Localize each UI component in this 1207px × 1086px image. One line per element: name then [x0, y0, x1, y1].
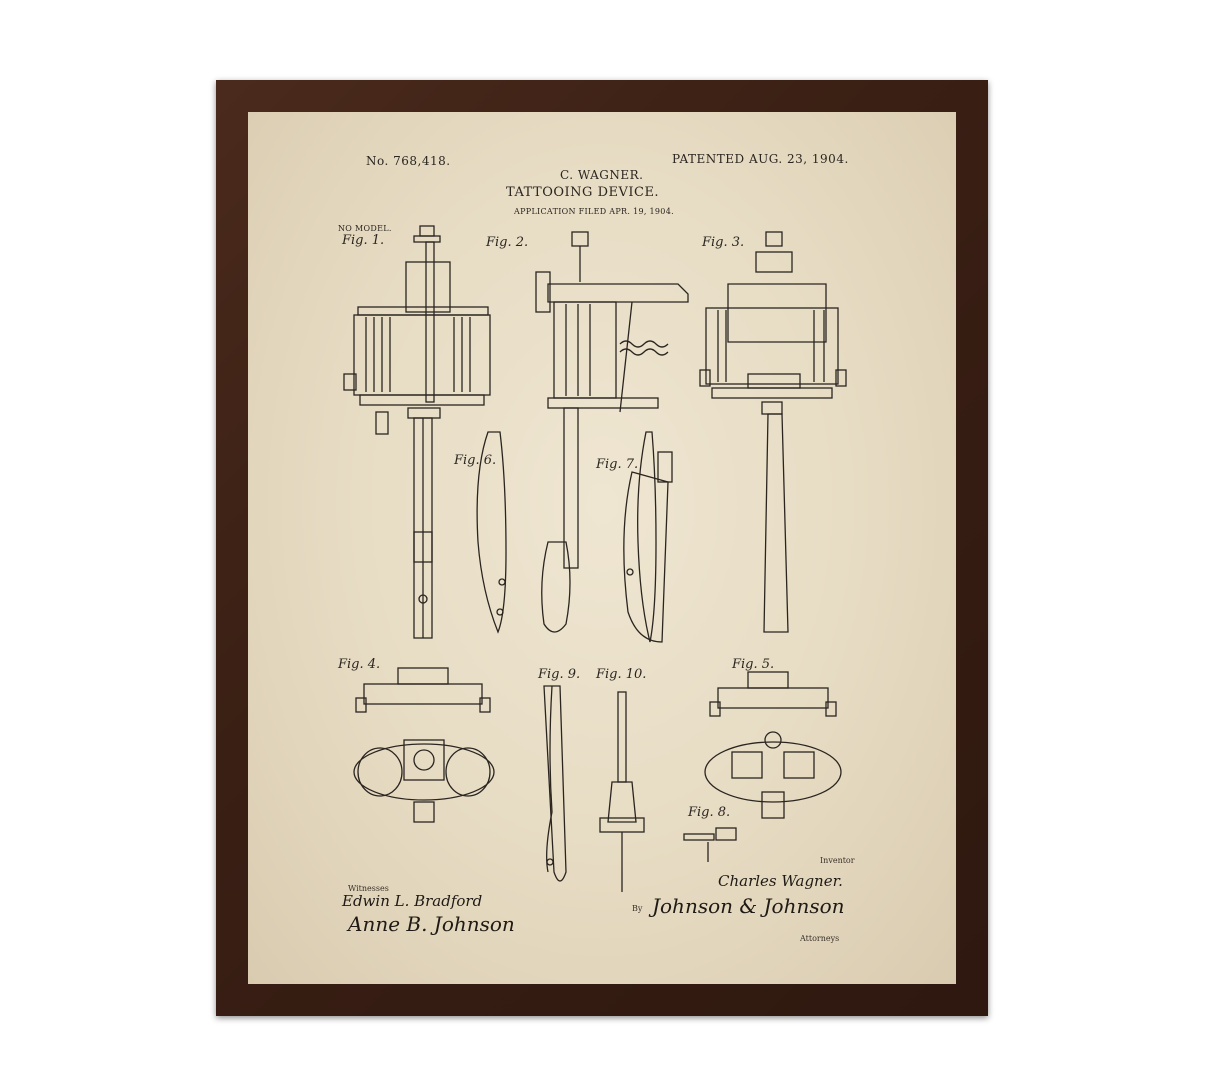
- by-label: By: [632, 904, 643, 913]
- patent-print: No. 768,418. PATENTED AUG. 23, 1904. C. …: [248, 112, 956, 984]
- figure-9-drawing: [543, 685, 567, 882]
- figure-4-label: Fig. 4.: [337, 657, 380, 672]
- figure-10-drawing: [599, 691, 645, 892]
- inventor-name: C. WAGNER.: [560, 168, 644, 182]
- no-model-label: NO MODEL.: [338, 224, 392, 233]
- figure-9-label: Fig. 9.: [537, 667, 580, 682]
- figure-7-label: Fig. 7.: [595, 457, 638, 472]
- figure-2-label: Fig. 2.: [485, 235, 528, 250]
- figure-5-drawing: [704, 671, 842, 819]
- application-filed: APPLICATION FILED APR. 19, 1904.: [514, 207, 674, 216]
- attorneys-label: Attorneys: [800, 934, 840, 943]
- figure-6-7-drawing: [623, 431, 673, 643]
- figure-10-label: Fig. 10.: [595, 667, 646, 682]
- witnesses-label: Witnesses: [348, 884, 389, 893]
- witness-signature-1: Edwin L. Bradford: [342, 892, 483, 910]
- figure-2-drawing: [476, 231, 689, 634]
- patent-drawing: Fig. 1. Fig. 2. Fig. 3. Fig. 6. Fig. 7. …: [337, 225, 847, 892]
- patent-number: No. 768,418.: [366, 154, 451, 168]
- patent-title: TATTOOING DEVICE.: [506, 185, 660, 200]
- witness-signature-2: Anne B. Johnson: [348, 912, 515, 936]
- figure-5-label: Fig. 5.: [731, 657, 774, 672]
- attorney-signature: Johnson & Johnson: [652, 894, 845, 918]
- figure-4-drawing: [353, 667, 495, 823]
- inventor-label: Inventor: [820, 856, 855, 865]
- figure-3-drawing: [699, 231, 847, 633]
- figure-8-label: Fig. 8.: [687, 805, 730, 820]
- figure-1-label: Fig. 1.: [341, 233, 384, 248]
- figure-1-drawing: [343, 225, 491, 639]
- inventor-signature: Charles Wagner.: [718, 872, 843, 890]
- figure-6-label: Fig. 6.: [453, 453, 496, 468]
- figure-8-drawing: [683, 827, 737, 862]
- figure-3-label: Fig. 3.: [701, 235, 744, 250]
- patent-date: PATENTED AUG. 23, 1904.: [672, 152, 849, 166]
